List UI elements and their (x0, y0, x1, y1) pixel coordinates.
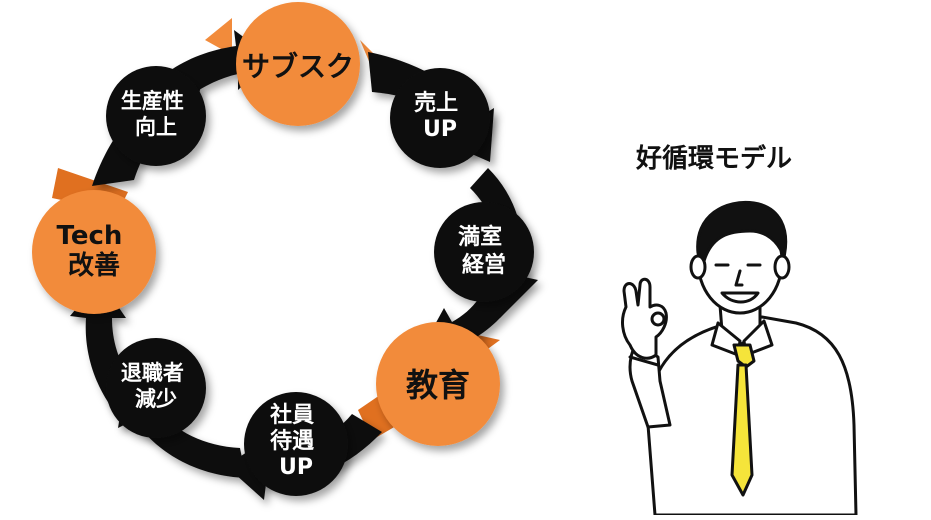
label-uriage: 売上 UP (414, 90, 466, 142)
label-seisansei: 生産性 向上 (121, 89, 191, 139)
label-taishoku-line-0: 退職者 (121, 361, 184, 385)
label-subsc: サブスク (242, 50, 354, 83)
label-tech-line-1: 改善 (68, 250, 120, 281)
node-taishoku (106, 338, 206, 438)
ear-right (773, 254, 791, 280)
label-seisansei-line-0: 生産性 (121, 89, 184, 113)
cuff (628, 355, 660, 367)
label-shain: 社員 待遇 UP (270, 402, 322, 480)
label-shain-line-2: UP (279, 455, 313, 480)
node-subsc (236, 2, 360, 126)
tie (732, 343, 756, 369)
node-tech (32, 190, 156, 314)
label-uriage-line-1: UP (423, 117, 457, 142)
label-taishoku-line-1: 減少 (135, 387, 177, 411)
label-shain-line-1: 待遇 (270, 428, 314, 454)
node-shain (244, 392, 348, 496)
label-seisansei-line-1: 向上 (135, 115, 177, 139)
node-seisansei (106, 66, 206, 166)
smile (720, 291, 760, 304)
label-kyoiku-line-0: 教育 (406, 366, 470, 404)
label-mansitsu: 満室 経営 (458, 224, 510, 278)
label-tech-line-0: Tech (57, 221, 123, 251)
ok-hand (621, 277, 668, 360)
nose (734, 269, 744, 287)
label-uriage-line-0: 売上 (414, 90, 458, 116)
node-kyoiku (376, 322, 500, 446)
model-title: 好循環モデル (636, 144, 793, 174)
businessman-illustration (621, 200, 858, 515)
raised-arm (628, 341, 672, 429)
label-subsc-line-0: サブスク (242, 50, 354, 83)
node-uriage (390, 68, 490, 168)
label-mansitsu-line-1: 経営 (462, 252, 506, 278)
cycle-diagram: サブスク 売上 UP 満室 経営 教育 社員 待遇 UP 退職者 減少 Tech… (32, 2, 538, 500)
label-kyoiku: 教育 (406, 366, 470, 404)
accent-arrow-top (205, 18, 232, 55)
ok-hand-ring (650, 311, 666, 327)
label-shain-line-0: 社員 (270, 402, 314, 428)
tie-blade (730, 363, 754, 497)
label-mansitsu-line-0: 満室 (458, 224, 502, 250)
node-mansitsu (434, 202, 534, 302)
label-tech: Tech 改善 (57, 221, 132, 281)
ear-left (689, 254, 707, 280)
label-taishoku: 退職者 減少 (121, 361, 191, 411)
